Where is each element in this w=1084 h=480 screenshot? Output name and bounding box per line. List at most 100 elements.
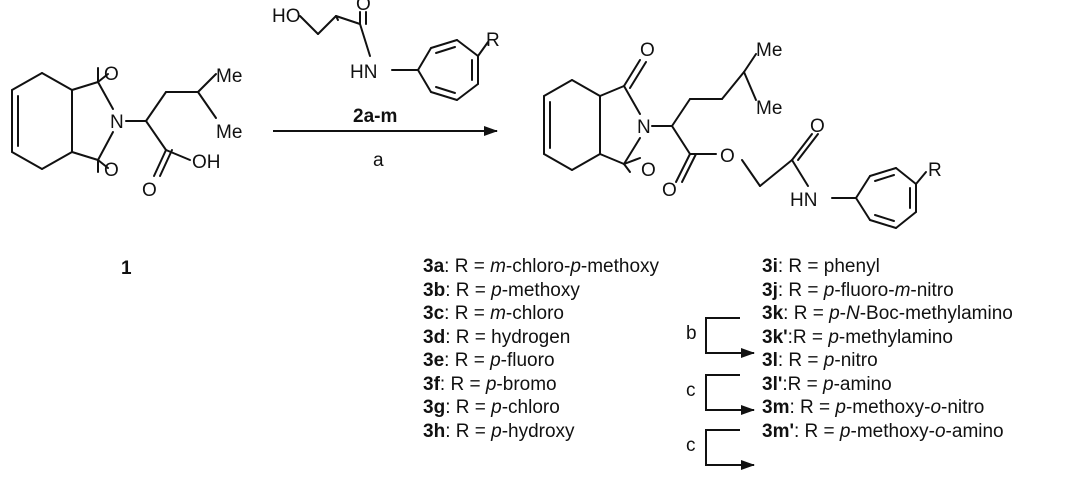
substituent-text: -Boc-methylamino (859, 303, 1013, 324)
substituent-text: -nitro (834, 350, 878, 371)
compound-entry-3mp: 3m': R = p-methoxy-o-amino (762, 420, 1013, 444)
substituent-text: o (930, 397, 942, 418)
compound-entry-3kp: 3k':R = p-methylamino (762, 326, 1013, 350)
compound-id: 3l (762, 350, 778, 371)
substituent-text: -fluoro (500, 350, 555, 371)
compound-id: 3e (423, 350, 445, 371)
compound-id: 3m' (762, 420, 794, 442)
substituent-text: p (491, 397, 502, 418)
reagent-2-structure (299, 11, 489, 101)
r-equals: : R = (444, 303, 491, 324)
conversion-arrows (705, 317, 755, 470)
compound-entry-3l: 3l: R = p-nitro (762, 349, 1013, 373)
substituent-text: p (490, 350, 501, 371)
atom-N-1: N (110, 112, 124, 133)
atom-R-2: R (486, 30, 500, 51)
compound-id: 3k' (762, 326, 788, 348)
r-equals: : R = (783, 303, 830, 324)
compound-1-label: 1 (121, 258, 132, 279)
atom-Me-top-3: Me (756, 40, 782, 61)
compound-1-structure (11, 67, 217, 177)
atom-O-carbonyl-3: O (662, 180, 677, 201)
atom-O-bottom-1: O (104, 160, 119, 181)
r-equals: : R = (444, 350, 491, 371)
atom-Me-top-1: Me (216, 66, 242, 87)
substituent-text: -amino (945, 420, 1004, 442)
conversion-label-c1: c (686, 380, 696, 401)
compound-entry-3i: 3i: R = phenyl (762, 255, 1013, 279)
substituent-text: p (839, 420, 851, 442)
substituent-text: -methoxy (501, 279, 580, 301)
compound-entry-3d: 3d: R = hydrogen (423, 326, 659, 350)
substituent-text: m (490, 256, 506, 277)
substituent-text: -fluoro- (834, 279, 895, 301)
substituent-text: - (839, 303, 846, 324)
r-equals: : R = (777, 350, 824, 371)
conversion-label-b: b (686, 323, 697, 344)
atom-O-top-3: O (640, 40, 655, 61)
compound-id: 3h (423, 420, 446, 442)
compound-entry-3lp: 3l':R = p-amino (762, 373, 1013, 397)
compound-id: 3g (423, 397, 446, 418)
compound-id: 3a (423, 256, 445, 277)
substituent-text: p (835, 397, 846, 418)
r-equals: :R = (787, 326, 829, 348)
substituent-text: -chloro- (505, 256, 571, 277)
atom-O-carbonyl-1: O (142, 180, 157, 201)
compound-id: 3d (423, 326, 446, 348)
substituent-text: p (485, 373, 497, 395)
atom-OH-1: OH (192, 152, 221, 173)
substituent-text: -chloro (505, 303, 564, 324)
compound-id: 3c (423, 303, 445, 324)
compound-id: 3l' (762, 373, 783, 395)
substituent-text: -chloro (501, 397, 560, 418)
compound-id: 3j (762, 279, 778, 301)
r-equals: : R = (445, 420, 492, 442)
r-equals: : R = (777, 256, 824, 277)
compound-entry-3g: 3g: R = p-chloro (423, 396, 659, 420)
substituent-text: p (829, 303, 840, 324)
substituent-text: phenyl (823, 256, 880, 277)
substituent-text: -hydroxy (501, 420, 575, 442)
r-equals: : R = (793, 420, 840, 442)
r-equals: : R = (445, 326, 492, 348)
conversion-arrow-b (705, 317, 755, 358)
conversion-label-c2: c (686, 435, 696, 456)
r-equals: : R = (445, 279, 492, 301)
r-equals: : R = (777, 279, 824, 301)
r-equals: : R = (444, 256, 491, 277)
conversion-arrow-c2 (705, 429, 755, 470)
substituent-text: p (828, 326, 839, 348)
atom-O-ester-3: O (720, 146, 735, 167)
substituent-text: p (491, 279, 502, 301)
substituent-text: p (823, 373, 834, 395)
substituent-text: -methylamino (838, 326, 953, 348)
conversion-arrow-c1 (705, 374, 755, 415)
atom-Me-bottom-3: Me (756, 98, 782, 119)
compound-id: 3b (423, 279, 446, 301)
substituent-text: p (491, 420, 502, 442)
substituent-text: o (934, 420, 946, 442)
substituent-text: -bromo (496, 373, 557, 395)
substituent-text: m (490, 303, 506, 324)
compound-entry-3h: 3h: R = p-hydroxy (423, 420, 659, 444)
substituent-text: p (823, 350, 835, 371)
compound-id: 3m (762, 397, 790, 418)
substituent-text: -amino (833, 373, 892, 395)
substituent-text: p (823, 279, 835, 301)
r-equals: : R = (789, 397, 836, 418)
substituent-text: -methoxy (580, 256, 660, 277)
substituent-text: -methoxy- (850, 420, 935, 442)
compound-entry-3k: 3k: R = p-N-Boc-methylamino (762, 302, 1013, 326)
substituent-text: -methoxy- (845, 397, 931, 418)
substituent-text: hydrogen (491, 326, 571, 348)
atom-R-3: R (928, 160, 942, 181)
substituent-text: -nitro (941, 397, 985, 418)
compound-entry-3e: 3e: R = p-fluoro (423, 349, 659, 373)
compound-id: 3f (423, 373, 440, 395)
atom-HO-2: HO (272, 6, 301, 27)
compound-entry-3a: 3a: R = m-chloro-p-methoxy (423, 255, 659, 279)
